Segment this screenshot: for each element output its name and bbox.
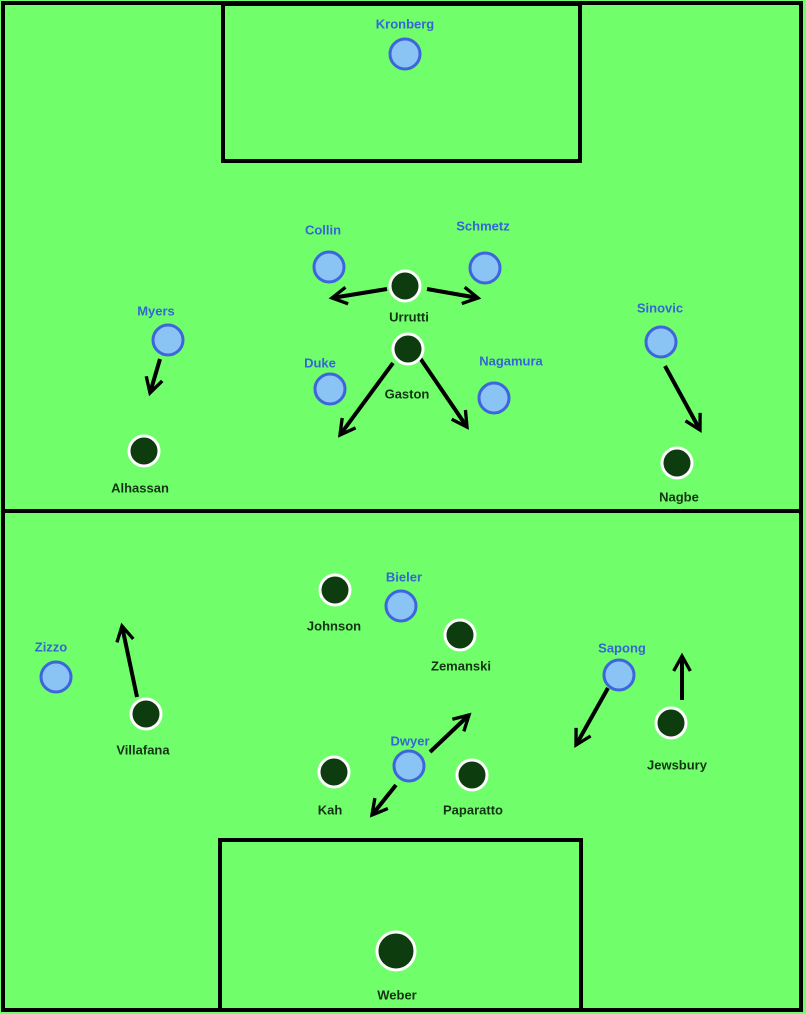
home-player-paparatto: Paparatto [443, 758, 503, 817]
player-name-label: Sapong [598, 640, 646, 655]
player-name-label: Schmetz [456, 218, 510, 233]
away-player-duke: Duke [304, 355, 347, 406]
away-player-nagamura: Nagamura [477, 353, 544, 415]
player-marker [384, 589, 418, 623]
movement-arrow [426, 289, 478, 298]
away-player-sapong: Sapong [598, 640, 646, 692]
home-player-jewsbury: Jewsbury [647, 706, 708, 772]
away-player-zizzo: Zizzo [35, 639, 73, 694]
player-marker [468, 251, 502, 285]
player-marker [39, 660, 73, 694]
away-player-dwyer: Dwyer [390, 733, 430, 783]
player-marker [313, 372, 347, 406]
home-player-nagbe: Nagbe [659, 446, 699, 504]
movement-arrow [574, 687, 610, 745]
player-name-label: Johnson [307, 618, 361, 633]
player-name-label: Zizzo [35, 639, 68, 654]
player-name-label: Jewsbury [647, 757, 708, 772]
player-marker [443, 618, 477, 652]
bottom-penalty-box [218, 838, 583, 1012]
home-player-zemanski: Zemanski [431, 618, 491, 673]
player-name-label: Alhassan [111, 480, 169, 495]
player-name-label: Urrutti [389, 309, 429, 324]
player-name-label: Paparatto [443, 802, 503, 817]
player-marker [455, 758, 489, 792]
player-name-label: Duke [304, 355, 336, 370]
player-marker [391, 332, 425, 366]
player-name-label: Sinovic [637, 300, 683, 315]
player-marker [644, 325, 678, 359]
movement-arrows [122, 289, 700, 815]
player-marker [477, 381, 511, 415]
player-marker [312, 250, 346, 284]
home-player-kah: Kah [317, 755, 351, 817]
player-name-label: Villafana [116, 742, 170, 757]
top-penalty-box [221, 2, 582, 163]
player-marker [127, 434, 161, 468]
movement-arrow [418, 356, 467, 427]
home-player-urrutti: Urrutti [388, 269, 429, 324]
movement-arrow [332, 289, 388, 298]
away-player-bieler: Bieler [384, 569, 422, 623]
movement-arrow [122, 626, 139, 698]
home-player-johnson: Johnson [307, 573, 361, 633]
player-name-label: Bieler [386, 569, 422, 584]
player-name-label: Kah [318, 802, 343, 817]
player-name-label: Nagamura [479, 353, 543, 368]
home-player-weber: Weber [375, 930, 417, 1002]
movement-arrow [150, 358, 160, 393]
player-marker [375, 930, 417, 972]
player-name-label: Dwyer [390, 733, 429, 748]
player-marker [388, 269, 422, 303]
player-marker [129, 697, 163, 731]
away-player-kronberg: Kronberg [376, 16, 435, 71]
player-marker [317, 755, 351, 789]
player-name-label: Weber [377, 987, 417, 1002]
player-marker [388, 37, 422, 71]
player-name-label: Nagbe [659, 489, 699, 504]
movement-arrow [372, 783, 398, 815]
away-player-schmetz: Schmetz [456, 218, 510, 285]
home-player-alhassan: Alhassan [111, 434, 169, 495]
away-player-myers: Myers [137, 303, 185, 357]
player-marker [392, 749, 426, 783]
away-player-collin: Collin [305, 222, 346, 284]
player-name-label: Zemanski [431, 658, 491, 673]
away-player-sinovic: Sinovic [637, 300, 683, 359]
player-marker [318, 573, 352, 607]
player-name-label: Myers [137, 303, 175, 318]
player-marker [151, 323, 185, 357]
movement-arrow [340, 361, 395, 435]
player-marker [654, 706, 688, 740]
player-marker [660, 446, 694, 480]
player-marker [602, 658, 636, 692]
home-player-villafana: Villafana [116, 697, 170, 757]
movement-arrow [428, 715, 469, 754]
home-player-gaston: Gaston [385, 332, 430, 401]
player-name-label: Kronberg [376, 16, 435, 31]
player-name-label: Gaston [385, 386, 430, 401]
player-name-label: Collin [305, 222, 341, 237]
movement-arrow [663, 365, 700, 430]
